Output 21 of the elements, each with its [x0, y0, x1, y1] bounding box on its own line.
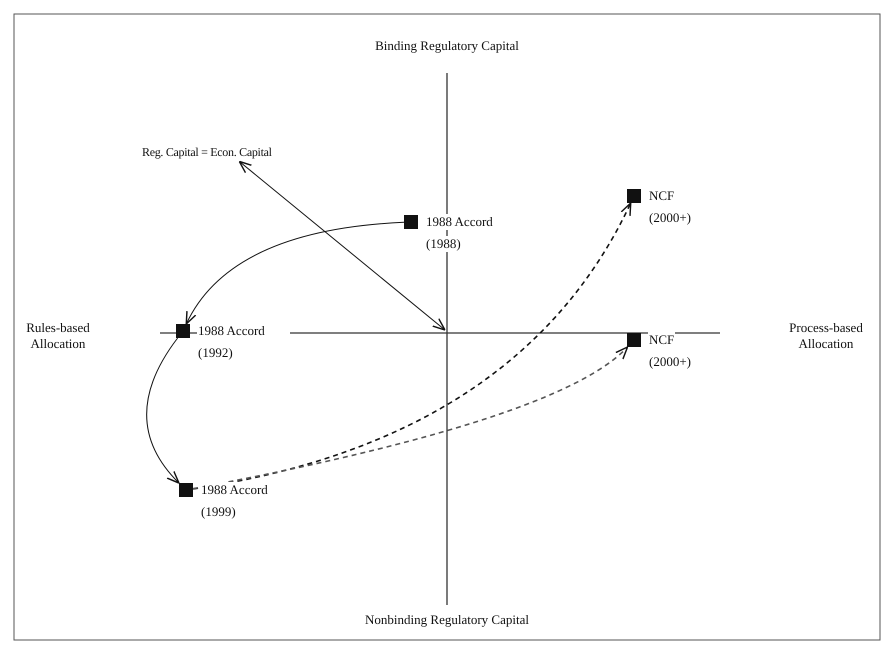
axis-label: Nonbinding Regulatory Capital: [365, 612, 529, 628]
marker-caption: 1988 Accord: [425, 214, 494, 230]
square-marker: [176, 324, 190, 338]
marker-caption: (1999): [200, 504, 237, 520]
square-marker: [179, 483, 193, 497]
square-marker: [404, 215, 418, 229]
axis-label: Rules-based Allocation: [25, 320, 91, 352]
arrow: [146, 338, 180, 484]
arrow: [192, 202, 632, 490]
marker-caption: (1988): [425, 236, 462, 252]
arrow: [192, 346, 628, 490]
axis-label: Binding Regulatory Capital: [375, 38, 519, 54]
square-marker: [627, 333, 641, 347]
axis-label: Process-based Allocation: [788, 320, 864, 352]
marker-caption: (1992): [197, 345, 234, 361]
marker-caption: (2000+): [648, 210, 692, 226]
marker-caption: (2000+): [648, 354, 692, 370]
annotation-text: Reg. Capital = Econ. Capital: [142, 145, 272, 160]
arrow: [186, 222, 404, 325]
arrow: [238, 160, 446, 331]
square-marker: [627, 189, 641, 203]
